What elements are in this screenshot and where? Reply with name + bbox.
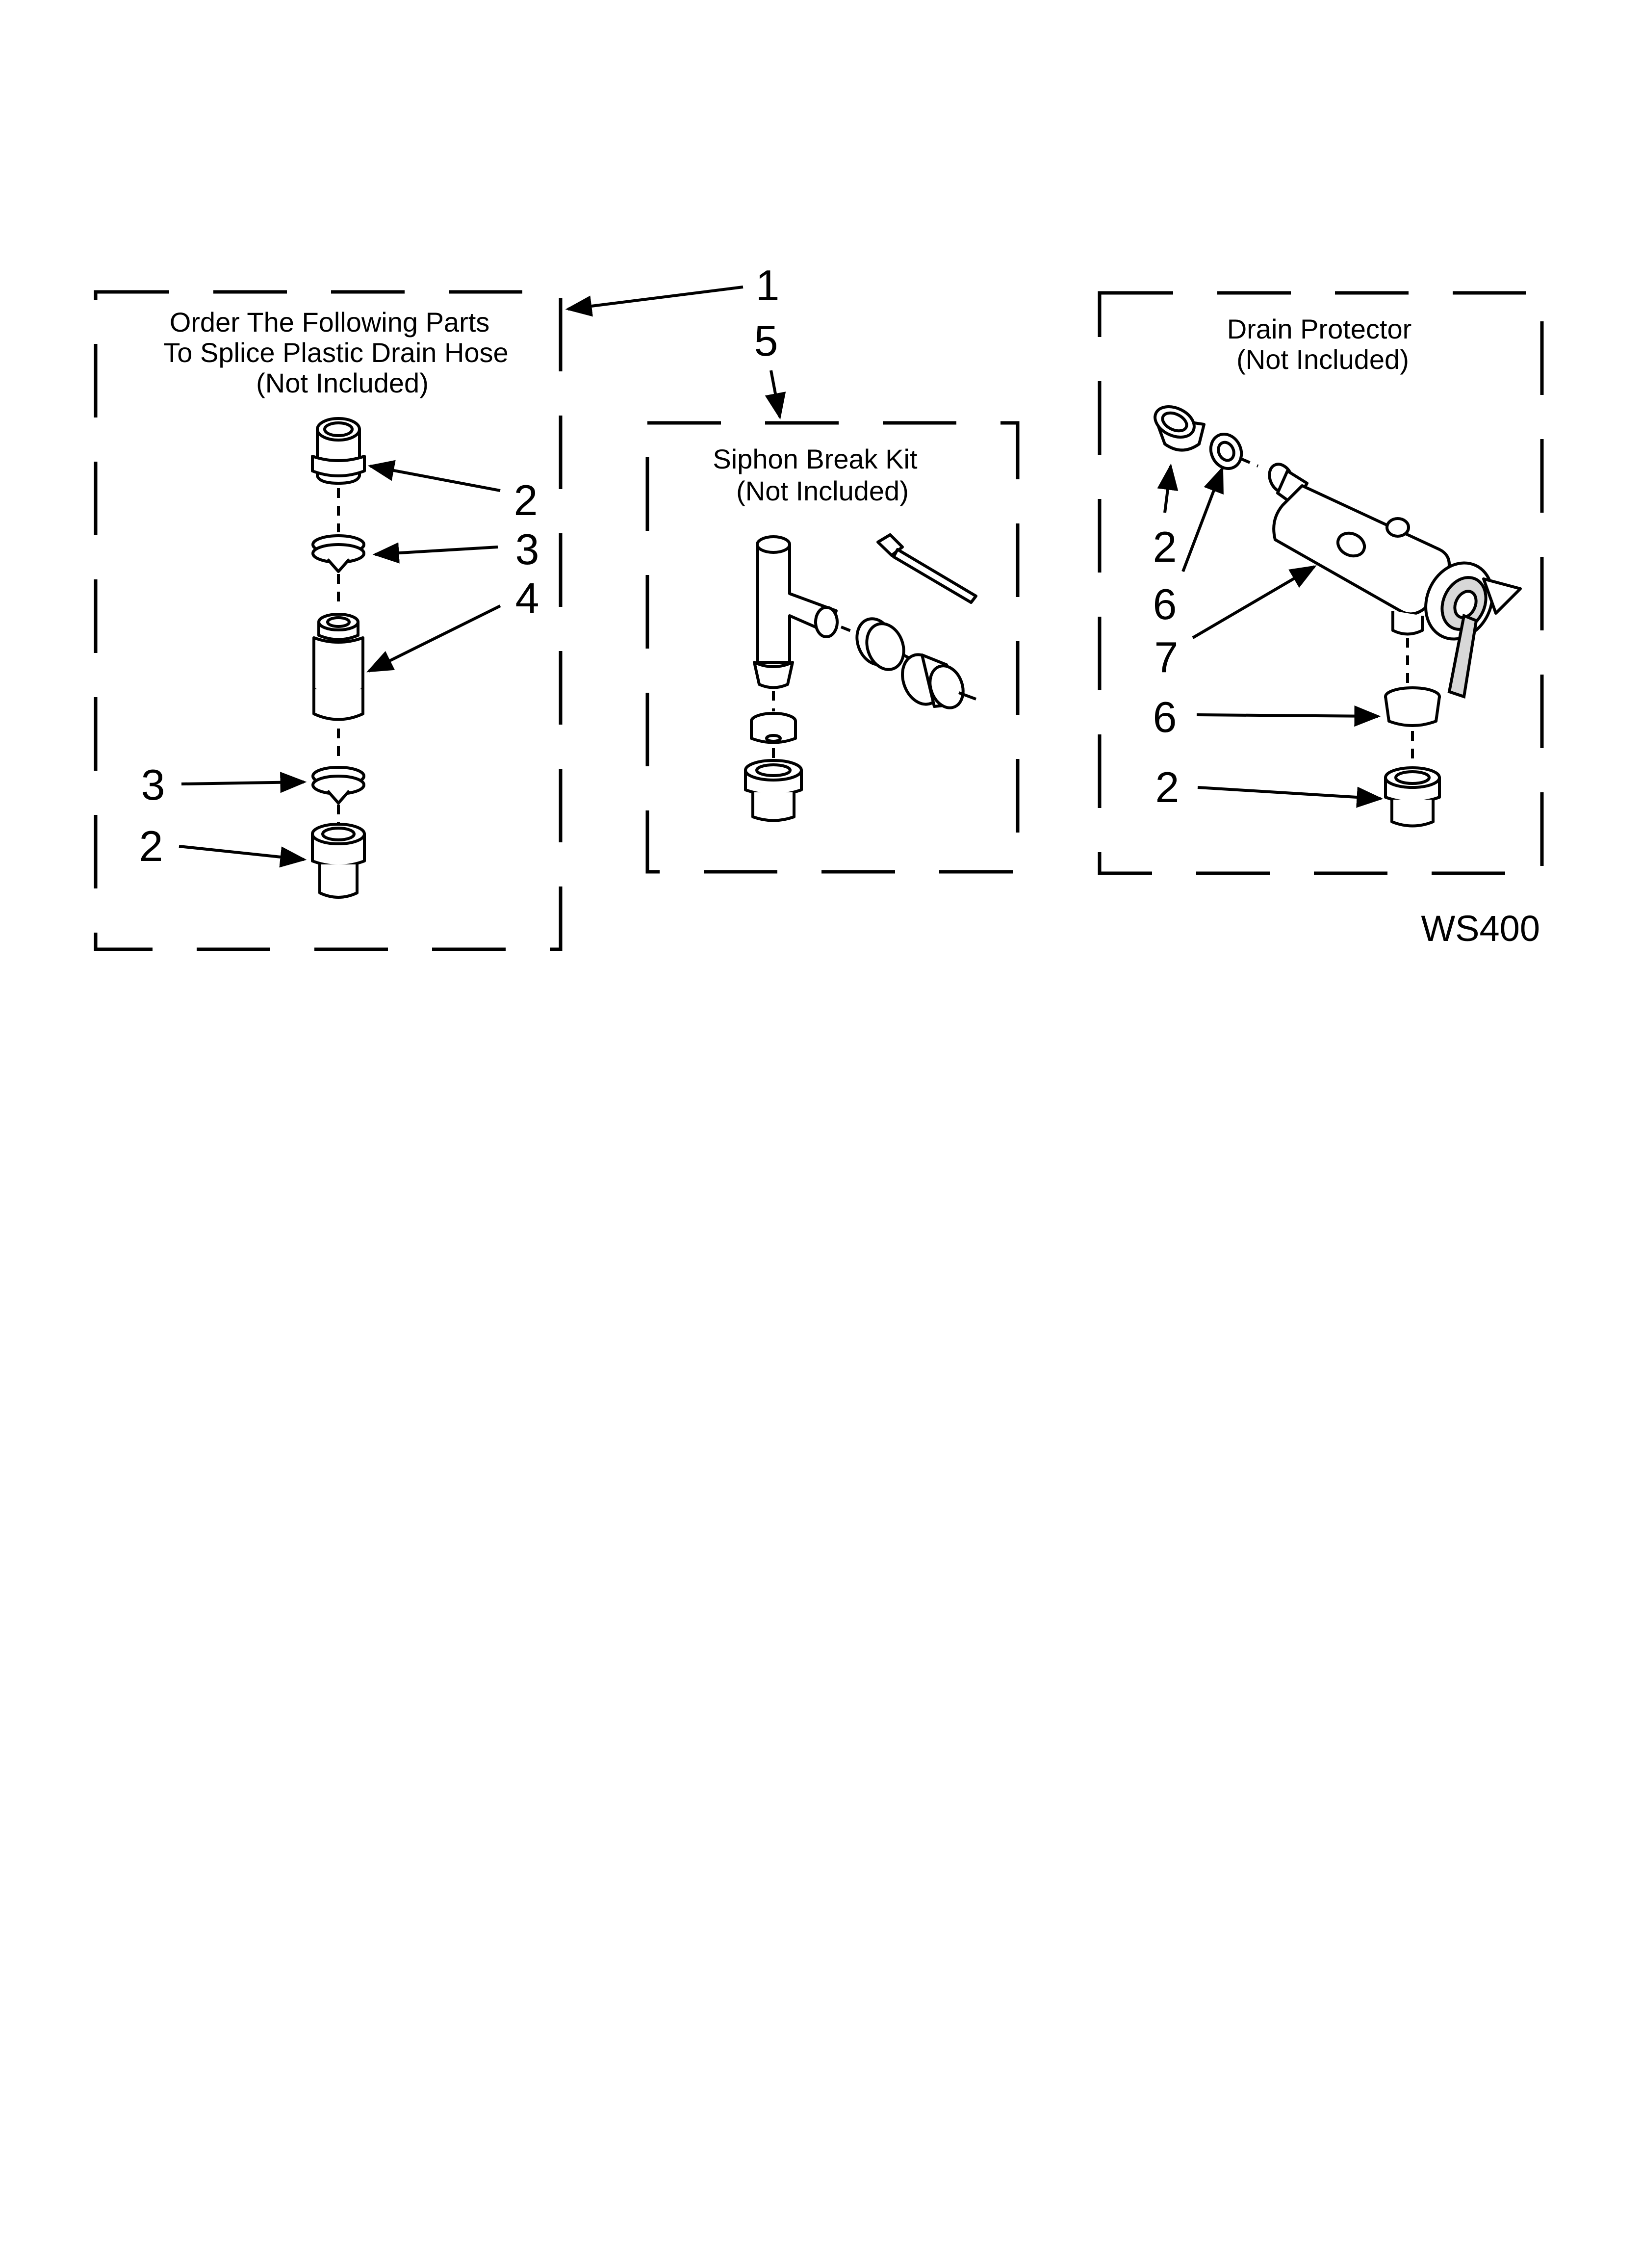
siphon-panel-frame (645, 421, 1020, 874)
callout-splice-connector: 4 (515, 574, 539, 623)
siphon-title-line-2: (Not Included) (736, 475, 909, 506)
callout-kit-1: 1 (756, 261, 780, 310)
kit-1-leader (565, 286, 744, 317)
drain-protector-panel-frame (1098, 291, 1544, 875)
protector-bottom-coupling-part (1384, 766, 1441, 828)
siphon-cable-tie-part (876, 533, 977, 604)
splice-title-line-3: (Not Included) (256, 367, 429, 398)
splice-title-line-1: Order The Following Parts (170, 307, 490, 338)
callout-protector-ring-top: 6 (1153, 580, 1177, 628)
callout-protector-coupling-top: 2 (1153, 522, 1177, 571)
callout-splice-top-clamp: 3 (515, 525, 539, 574)
callout-protector-ring-bottom: 6 (1153, 693, 1177, 741)
drain-protector-panel: Drain Protector (Not Included) (1098, 291, 1544, 875)
siphon-lower-ring-part (750, 712, 797, 744)
siphon-title-line-1: Siphon Break Kit (713, 443, 918, 474)
siphon-adapter-part (901, 653, 977, 709)
callout-protector-coupling-bottom: 2 (1155, 763, 1180, 811)
callout-splice-top-coupling: 2 (514, 476, 538, 524)
splice-top-clamp-part (311, 534, 365, 573)
callout-kit-5: 5 (754, 316, 778, 365)
splice-bottom-coupling-part (311, 823, 366, 899)
protector-bottom-ring-part (1384, 686, 1441, 727)
splice-panel-frame (94, 290, 563, 951)
callout-protector-body: 7 (1155, 633, 1179, 681)
callout-splice-bottom-coupling: 2 (139, 822, 163, 870)
protector-top-ring-part (1209, 432, 1243, 470)
splice-title-line-2: To Splice Plastic Drain Hose (163, 337, 508, 368)
splice-panel: Order The Following Parts To Splice Plas… (94, 290, 563, 951)
siphon-tee-part (753, 535, 839, 689)
callout-splice-bottom-clamp: 3 (141, 760, 165, 809)
siphon-ring-part (855, 617, 905, 671)
splice-bottom-clamp-part (311, 766, 365, 805)
kit-5-leader (765, 370, 786, 420)
drain-protector-title-line-2: (Not Included) (1236, 344, 1409, 375)
splice-top-coupling-part (311, 417, 366, 485)
diagram-code: WS400 (1421, 908, 1540, 949)
protector-body-part (1268, 463, 1522, 699)
siphon-panel: Siphon Break Kit (Not Included) (645, 421, 1020, 874)
drain-protector-title-line-1: Drain Protector (1227, 313, 1412, 344)
protector-top-coupling-part (1154, 405, 1206, 452)
splice-connector-part (312, 613, 364, 721)
siphon-lower-coupling-part (744, 759, 803, 822)
